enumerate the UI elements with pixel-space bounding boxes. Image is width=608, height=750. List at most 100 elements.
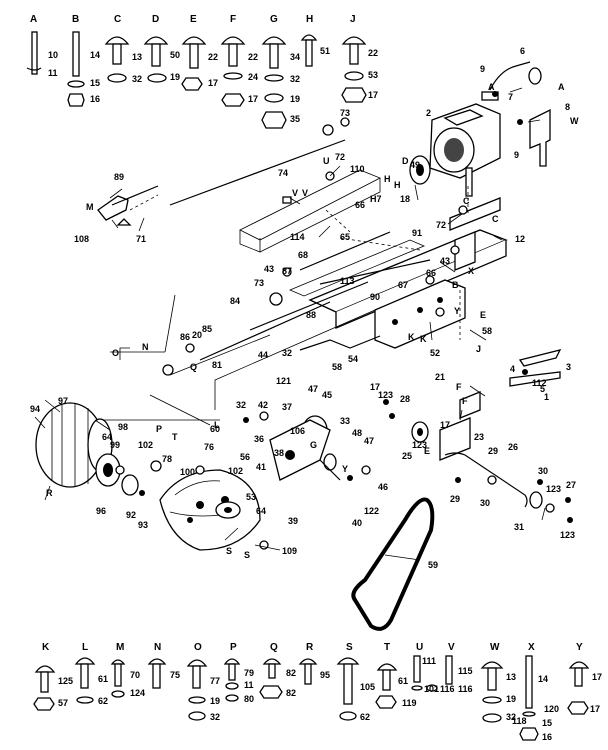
part-number: 79 [244,668,254,678]
callout-label: 6 [520,46,525,56]
callout-label: 123 [546,484,561,494]
callout-label: 43 [264,264,274,274]
cotter-pin-part [26,67,42,71]
part-number: 61 [398,676,408,686]
part-number: 10 [48,50,58,60]
part-number: 15 [90,78,100,88]
callout-label: 52 [430,348,440,358]
ref-letter: X [468,266,474,276]
callout-label: 46 [378,482,388,492]
part-number: 125 [58,676,73,686]
part-number: 19 [506,694,516,704]
callout-label: 123 [412,440,427,450]
hardware-group-g: G 34 32 19 35 [261,14,300,129]
part-number: 17 [592,672,602,682]
ref-letter: A [558,82,565,92]
carriage-bolt-shank [228,43,238,67]
part-number: 62 [98,696,108,706]
callout-label: 67 [398,280,408,290]
carriage-bolt-shank [151,43,161,67]
callout-label: 73 [254,278,264,288]
hardware-group-l: L 61 62 [74,642,108,706]
callout-label: 28 [400,394,410,404]
nut-part [67,93,85,107]
hardware-group-a: A 10 11 [26,14,58,78]
clutch-rod-part [199,301,331,361]
callout-label: 113 [340,276,355,286]
part-number: 57 [58,698,68,708]
hardware-letter: P [230,642,237,653]
transmission-pulley-part [215,501,241,519]
part-number: 32 [290,74,300,84]
callout-label: 43 [440,256,450,266]
nut-part [221,93,245,107]
part-number: 13 [506,672,516,682]
bolt-part [72,31,80,77]
part-number: 111 [422,656,436,666]
callout-label: 76 [204,442,214,452]
carriage-bolt-head [181,36,207,45]
callout-label: 38 [274,448,284,458]
part-number: 70 [130,670,140,680]
callout-label: 78 [162,454,172,464]
callout-label: 3 [566,362,571,372]
ref-letter: K [420,334,427,344]
hardware-group-w: W 13 19 32 [480,642,516,723]
part-number: 101 [424,684,439,694]
callout-label: 47 [364,436,374,446]
callout-label: 27 [566,480,576,490]
ref-letter: F [462,396,468,406]
ref-letter: S [226,546,232,556]
part-number: 118 [512,716,527,726]
callout-label: 45 [322,390,332,400]
ref-letter: G [310,440,317,450]
nut-part [181,77,203,91]
link-rod-part [299,231,391,271]
part-number: 11 [48,68,58,78]
washer-part [67,80,85,88]
hardware-group-x: X 14 120 118 15 16 [512,642,559,742]
washer-part [223,72,243,80]
callout-label: 39 [288,516,298,526]
callout-label: 114 [290,232,305,242]
hardware-group-h: H 51 [300,14,330,67]
part-number: 16 [542,732,552,742]
callout-label: 108 [74,234,89,244]
part-number: 115 [458,666,473,676]
callout-label: 47 [308,384,318,394]
center-plate-part [374,279,466,349]
clutch-pulley-part [411,421,429,443]
callout-label: 96 [96,506,106,516]
hardware-group-y: Y 17 17 [567,642,602,715]
part-number: 22 [368,48,378,58]
carriage-bolt-shank [112,43,122,65]
callout-label: 66 [426,268,436,278]
ref-letter: Y [342,464,348,474]
ref-letter: F [456,382,462,392]
hardware-letter: E [190,14,197,25]
callout-label: 85 [202,324,212,334]
callout-label: 29 [488,446,498,456]
part-number: 32 [506,712,516,722]
carriage-bolt-head [104,36,130,45]
callout-label: 8 [565,102,570,112]
brake-band-part [509,349,562,387]
callout-label: 42 [258,400,268,410]
part-number: 17 [590,704,600,714]
callout-label: 74 [278,168,288,178]
carriage-bolt-head [220,36,246,45]
carriage-bolt-shank [269,43,279,69]
carriage-bolt-shank [349,43,359,65]
part-number: 120 [544,704,559,714]
callout-label: 4 [510,364,515,374]
callout-label: 88 [306,310,316,320]
hardware-letter: V [448,642,455,653]
callout-label: 72 [436,220,446,230]
part-number: 22 [208,52,218,62]
engine-part [429,103,501,197]
part-number: 32 [210,712,220,722]
ref-letter: H [384,174,391,184]
callout-label: 71 [136,234,146,244]
part-number: 77 [210,676,220,686]
carriage-bolt-head [261,36,287,45]
